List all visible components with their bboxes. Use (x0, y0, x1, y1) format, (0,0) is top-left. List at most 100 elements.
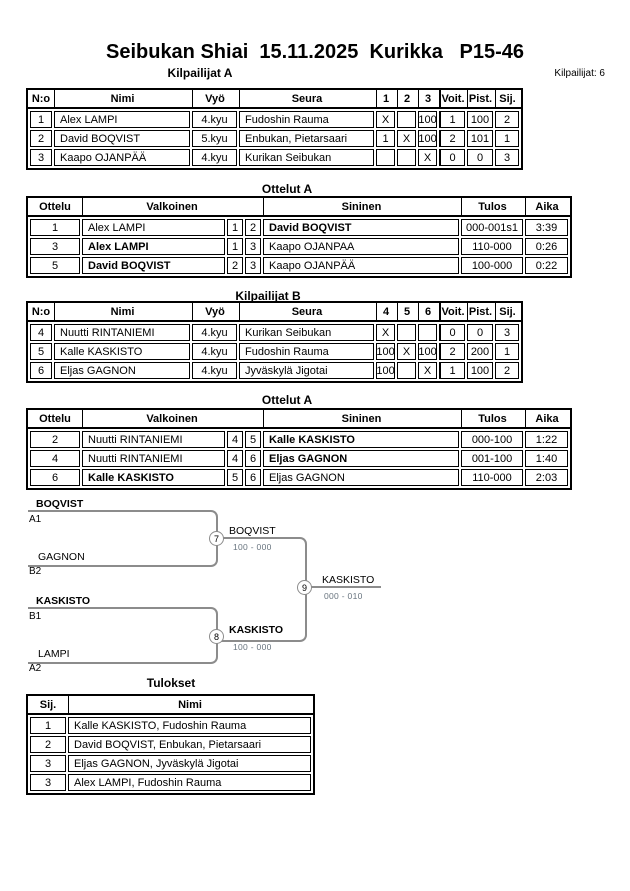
match-row: 1 Alex LAMPI 1 2 David BOQVIST 000-001s1… (30, 219, 568, 236)
result-row: 2 David BOQVIST, Enbukan, Pietarsaari (30, 736, 311, 753)
cell-m4: 100 (376, 343, 395, 360)
col-nimi: Nimi (54, 303, 190, 320)
bracket-slot-name: KASKISTO (36, 595, 91, 607)
col-match-2: 2 (397, 90, 416, 107)
cell-time: 2:03 (525, 469, 568, 486)
col-match-3: 3 (418, 90, 437, 107)
cell-result: 000-100 (461, 431, 523, 448)
col-seura: Seura (239, 90, 374, 107)
table-kilpailijat-a: N:o Nimi Vyö Seura 1 2 3 Voit. Pist. Sij… (26, 88, 523, 170)
cell-sij: 1 (495, 343, 519, 360)
cell-name-club: Kalle KASKISTO, Fudoshin Rauma (68, 717, 311, 734)
cell-rank: 2 (30, 736, 66, 753)
cell-m1: 1 (376, 130, 395, 147)
bracket-score: 100 - 000 (233, 542, 272, 552)
col-sij: Sij. (495, 90, 519, 107)
cell-m4: 100 (376, 362, 395, 379)
col-seura: Seura (239, 303, 374, 320)
section-title-tulokset: Tulokset (146, 676, 196, 690)
table-kilpailijat-b: N:o Nimi Vyö Seura 4 5 6 Voit. Pist. Sij… (26, 301, 523, 383)
cell-result: 000-001s1 (461, 219, 523, 236)
bracket-slot-name: BOQVIST (36, 498, 84, 510)
cell-match-no: 2 (30, 431, 80, 448)
cell-m2 (397, 149, 416, 166)
cell-name-club: Alex LAMPI, Fudoshin Rauma (68, 774, 311, 791)
cell-rank: 1 (30, 717, 66, 734)
bracket-slot-name: GAGNON (38, 551, 85, 563)
table-row: 5 Kalle KASKISTO 4.kyu Fudoshin Rauma 10… (30, 343, 519, 360)
cell-result: 110-000 (461, 238, 523, 255)
cell-vyo: 4.kyu (192, 324, 237, 341)
cell-voit: 2 (439, 343, 465, 360)
cell-nimi: David BOQVIST (54, 130, 190, 147)
cell-white-no: 5 (227, 469, 243, 486)
cell-vyo: 4.kyu (192, 343, 237, 360)
col-nimi: Nimi (54, 90, 190, 107)
result-row: 1 Kalle KASKISTO, Fudoshin Rauma (30, 717, 311, 734)
cell-time: 0:26 (525, 238, 568, 255)
col-pist: Pist. (467, 303, 493, 320)
match-number-badge: 8 (209, 629, 224, 644)
cell-blue-no: 6 (245, 450, 261, 467)
match-row: 2 Nuutti RINTANIEMI 4 5 Kalle KASKISTO 0… (30, 431, 568, 448)
cell-m5 (397, 362, 416, 379)
cell-pist: 0 (467, 149, 493, 166)
cell-name-club: Eljas GAGNON, Jyväskylä Jigotai (68, 755, 311, 772)
cell-no: 1 (30, 111, 52, 128)
cell-pist: 0 (467, 324, 493, 341)
result-row: 3 Alex LAMPI, Fudoshin Rauma (30, 774, 311, 791)
cell-no: 2 (30, 130, 52, 147)
cell-voit: 0 (439, 149, 465, 166)
cell-match-no: 6 (30, 469, 80, 486)
cell-voit: 2 (439, 130, 465, 147)
cell-white-no: 1 (227, 219, 243, 236)
table-row: 3 Kaapo OJANPÄÄ 4.kyu Kurikan Seibukan X… (30, 149, 519, 166)
match-number-badge: 7 (209, 531, 224, 546)
col-sininen: Sininen (263, 410, 459, 427)
col-ottelu: Ottelu (39, 412, 71, 425)
cell-voit: 1 (439, 362, 465, 379)
cell-white-player: Kalle KASKISTO (82, 469, 225, 486)
cell-blue-player: Kaapo OJANPÄÄ (263, 257, 459, 274)
bracket-winner-name: KASKISTO (322, 574, 375, 586)
cell-nimi: Alex LAMPI (54, 111, 190, 128)
match-number-badge: 9 (297, 580, 312, 595)
cell-sij: 2 (495, 362, 519, 379)
col-no: N:o (31, 92, 51, 105)
col-voit: Voit. (439, 303, 465, 320)
cell-pist: 200 (467, 343, 493, 360)
table-header-row: N:o Nimi Vyö Seura 4 5 6 Voit. Pist. Sij… (28, 303, 521, 322)
cell-m1: X (376, 111, 395, 128)
cell-time: 0:22 (525, 257, 568, 274)
cell-nimi: Kaapo OJANPÄÄ (54, 149, 190, 166)
cell-m3: 100 (418, 130, 437, 147)
cell-nimi: Kalle KASKISTO (54, 343, 190, 360)
col-aika: Aika (525, 198, 568, 215)
table-header-row: Ottelu Valkoinen Sininen Tulos Aika (28, 198, 570, 217)
cell-match-no: 5 (30, 257, 80, 274)
cell-blue-player: Eljas GAGNON (263, 469, 459, 486)
col-pist: Pist. (467, 90, 493, 107)
table-header-row: Ottelu Valkoinen Sininen Tulos Aika (28, 410, 570, 429)
col-match-1: 1 (376, 90, 395, 107)
cell-m1 (376, 149, 395, 166)
cell-blue-player: Eljas GAGNON (263, 450, 459, 467)
bracket-winner-name: KASKISTO (229, 624, 284, 636)
cell-match-no: 1 (30, 219, 80, 236)
cell-white-no: 1 (227, 238, 243, 255)
cell-blue-no: 5 (245, 431, 261, 448)
cell-blue-no: 6 (245, 469, 261, 486)
bracket-slot-seed: B1 (29, 611, 42, 622)
section-title-kilpailijat-a: Kilpailijat A (167, 66, 233, 80)
cell-nimi: Nuutti RINTANIEMI (54, 324, 190, 341)
cell-blue-player: Kalle KASKISTO (263, 431, 459, 448)
col-sininen: Sininen (263, 198, 459, 215)
col-valkoinen: Valkoinen (82, 410, 261, 427)
cell-no: 5 (30, 343, 52, 360)
col-sij: Sij. (495, 303, 519, 320)
table-row: 1 Alex LAMPI 4.kyu Fudoshin Rauma X 100 … (30, 111, 519, 128)
table-header-row: N:o Nimi Vyö Seura 1 2 3 Voit. Pist. Sij… (28, 90, 521, 109)
cell-time: 1:40 (525, 450, 568, 467)
cell-white-player: David BOQVIST (82, 257, 225, 274)
cell-blue-player: David BOQVIST (263, 219, 459, 236)
